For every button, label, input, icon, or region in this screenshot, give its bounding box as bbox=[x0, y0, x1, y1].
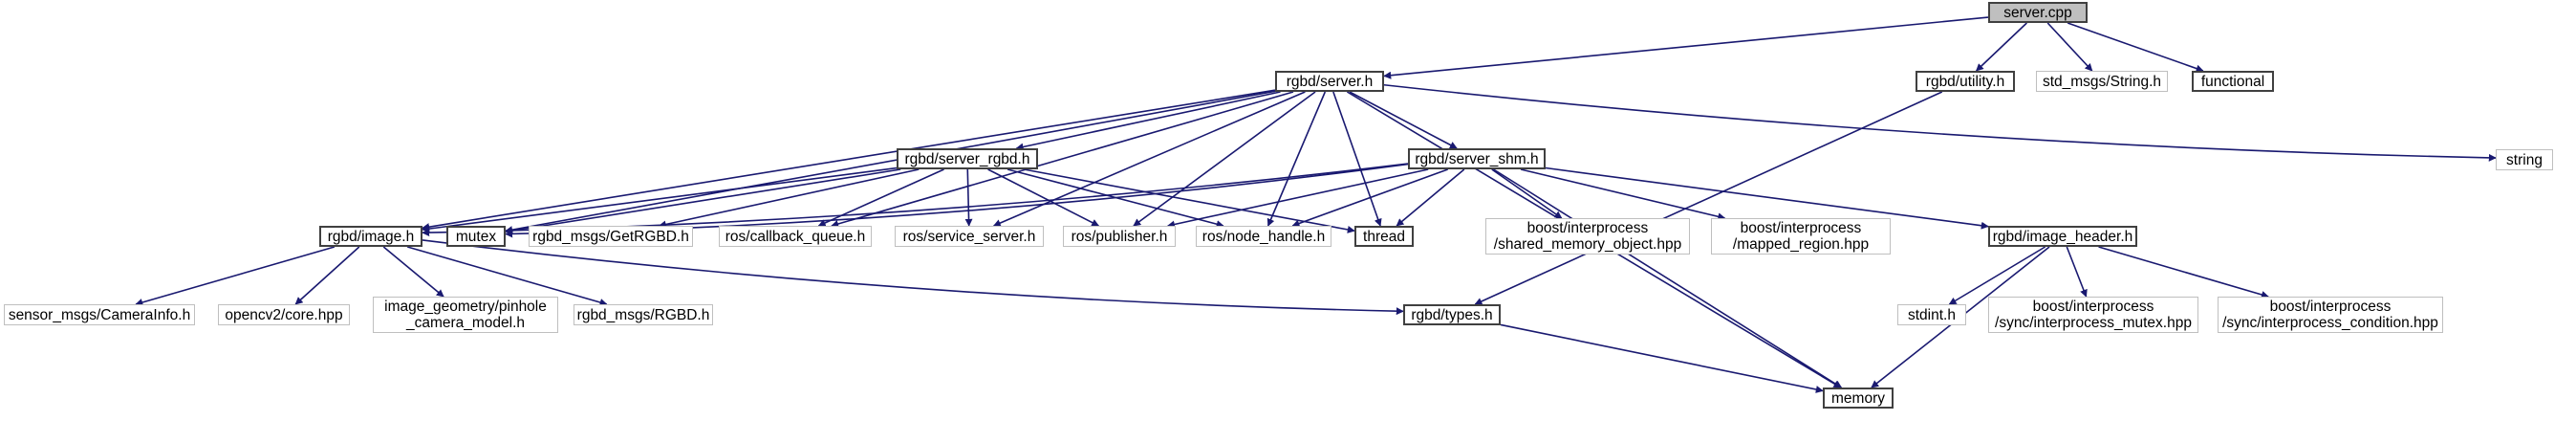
graph-edge-rgbd-image-h-to-rgbd-msgs-RGBD-h bbox=[407, 246, 608, 306]
graph-node-rgbd-msgs-RGBD-h[interactable]: rgbd_msgs/RGBD.h bbox=[574, 304, 713, 325]
graph-edge-rgbd-server-shm-h-to-rgbd-image-header-h bbox=[1545, 166, 1989, 230]
graph-edge-rgbd-server-rgbd-h-to-mutex bbox=[505, 168, 901, 234]
graph-node-label: image_geometry/pinhole _camera_model.h bbox=[384, 299, 547, 331]
graph-node-label: mutex bbox=[455, 228, 497, 245]
graph-edge-rgbd-server-h-to-rgbd-server-shm-h bbox=[1349, 91, 1458, 149]
graph-node-label: boost/interprocess /sync/interprocess_co… bbox=[2222, 299, 2438, 331]
graph-edge-rgbd-server-h-to-rgbd-image-h bbox=[422, 89, 1276, 232]
graph-node-ros-callback-queue-h[interactable]: ros/callback_queue.h bbox=[719, 226, 872, 247]
graph-node-label: rgbd/image.h bbox=[327, 228, 415, 245]
graph-node-sensor-msgs-CameraInfo-h[interactable]: sensor_msgs/CameraInfo.h bbox=[4, 304, 195, 325]
graph-node-string[interactable]: string bbox=[2496, 149, 2553, 170]
graph-node-mutex[interactable]: mutex bbox=[446, 226, 506, 247]
graph-edge-rgbd-image-header-h-to-boost-interprocess-mutex-hpp bbox=[2066, 246, 2088, 298]
graph-edge-server-cpp-to-functional bbox=[2067, 22, 2204, 73]
graph-node-label: ros/node_handle.h bbox=[1201, 228, 1326, 245]
graph-edge-rgbd-server-h-to-ros-node-handle-h bbox=[1266, 91, 1327, 227]
graph-node-label: boost/interprocess /mapped_region.hpp bbox=[1732, 220, 1870, 253]
graph-node-opencv2-core-hpp[interactable]: opencv2/core.hpp bbox=[218, 304, 350, 325]
graph-node-label: std_msgs/String.h bbox=[2042, 73, 2162, 90]
graph-edge-rgbd-server-shm-h-to-mutex bbox=[505, 163, 1409, 238]
graph-node-ros-node-handle-h[interactable]: ros/node_handle.h bbox=[1196, 226, 1331, 247]
graph-node-image-geometry-pinhole-camera-model-h[interactable]: image_geometry/pinhole _camera_model.h bbox=[373, 297, 558, 333]
graph-node-label: rgbd/server.h bbox=[1286, 73, 1374, 90]
graph-node-server-cpp[interactable]: server.cpp bbox=[1988, 2, 2088, 23]
graph-node-label: ros/service_server.h bbox=[902, 228, 1036, 245]
graph-node-label: rgbd/server_shm.h bbox=[1415, 150, 1539, 167]
graph-edge-rgbd-server-rgbd-h-to-rgbd-msgs-GetRGBD-h bbox=[658, 168, 920, 229]
graph-edge-rgbd-image-h-to-rgbd-types-h bbox=[422, 239, 1404, 316]
graph-node-label: functional bbox=[2200, 73, 2265, 90]
graph-edge-rgbd-server-shm-h-to-ros-node-handle-h bbox=[1291, 168, 1448, 228]
graph-node-boost-interprocess-mutex-hpp[interactable]: boost/interprocess /sync/interprocess_mu… bbox=[1988, 297, 2198, 333]
graph-edge-rgbd-image-header-h-to-stdint-h bbox=[1948, 246, 2046, 305]
graph-node-rgbd-server-h[interactable]: rgbd/server.h bbox=[1275, 71, 1384, 92]
graph-edge-rgbd-server-rgbd-h-to-ros-service-server-h bbox=[964, 168, 973, 227]
graph-node-rgbd-server-rgbd-h[interactable]: rgbd/server_rgbd.h bbox=[897, 148, 1038, 169]
graph-node-std-msgs-String-h[interactable]: std_msgs/String.h bbox=[2036, 71, 2168, 92]
graph-node-stdint-h[interactable]: stdint.h bbox=[1897, 304, 1966, 325]
graph-node-label: rgbd/image_header.h bbox=[1992, 228, 2133, 245]
graph-edge-rgbd-utility-h-to-rgbd-types-h bbox=[1474, 91, 1943, 305]
graph-edge-rgbd-server-shm-h-to-ros-publisher-h bbox=[1167, 168, 1429, 229]
graph-node-label: stdint.h bbox=[1908, 306, 1956, 323]
graph-node-label: opencv2/core.hpp bbox=[225, 306, 343, 323]
graph-node-label: ros/publisher.h bbox=[1071, 228, 1168, 245]
graph-node-label: sensor_msgs/CameraInfo.h bbox=[8, 306, 191, 323]
graph-node-ros-publisher-h[interactable]: ros/publisher.h bbox=[1063, 226, 1176, 247]
graph-edge-rgbd-server-shm-h-to-boost-shared-memory-object-hpp bbox=[1491, 168, 1563, 219]
graph-node-memory[interactable]: memory bbox=[1823, 388, 1894, 409]
graph-node-rgbd-types-h[interactable]: rgbd/types.h bbox=[1403, 304, 1501, 325]
graph-node-label: memory bbox=[1831, 389, 1885, 407]
graph-node-label: rgbd/types.h bbox=[1411, 306, 1493, 323]
graph-node-label: thread bbox=[1363, 228, 1405, 245]
graph-edge-rgbd-server-rgbd-h-to-rgbd-image-h bbox=[422, 166, 898, 233]
graph-edge-rgbd-server-h-to-mutex bbox=[505, 90, 1276, 234]
edge-layer bbox=[135, 16, 2497, 393]
graph-node-boost-interprocess-condition-hpp[interactable]: boost/interprocess /sync/interprocess_co… bbox=[2218, 297, 2443, 333]
graph-edge-rgbd-server-h-to-ros-callback-queue-h bbox=[831, 91, 1294, 228]
graph-edge-rgbd-server-h-to-rgbd-server-rgbd-h bbox=[1015, 91, 1281, 151]
graph-edge-rgbd-image-h-to-sensor-msgs-CameraInfo-h bbox=[135, 246, 336, 306]
graph-edge-rgbd-server-rgbd-h-to-ros-publisher-h bbox=[987, 168, 1100, 227]
graph-node-label: rgbd_msgs/RGBD.h bbox=[576, 306, 710, 323]
graph-edge-rgbd-types-h-to-memory bbox=[1500, 323, 1824, 393]
graph-node-label: boost/interprocess /sync/interprocess_mu… bbox=[1995, 299, 2192, 331]
graph-node-label: rgbd/server_rgbd.h bbox=[904, 150, 1030, 167]
graph-node-label: rgbd_msgs/GetRGBD.h bbox=[532, 228, 689, 245]
graph-edge-rgbd-image-header-h-to-boost-interprocess-condition-hpp bbox=[2098, 246, 2269, 299]
graph-edge-rgbd-image-h-to-image-geometry-pinhole-camera-model-h bbox=[382, 246, 444, 298]
graph-node-functional[interactable]: functional bbox=[2192, 71, 2274, 92]
graph-node-rgbd-utility-h[interactable]: rgbd/utility.h bbox=[1916, 71, 2015, 92]
graph-edge-server-cpp-to-std-msgs-String-h bbox=[2046, 22, 2093, 72]
graph-node-boost-mapped-region-hpp[interactable]: boost/interprocess /mapped_region.hpp bbox=[1711, 218, 1891, 255]
graph-edge-server-cpp-to-rgbd-utility-h bbox=[1976, 22, 2027, 72]
graph-edge-rgbd-server-shm-h-to-thread bbox=[1396, 168, 1465, 227]
graph-node-label: boost/interprocess /shared_memory_object… bbox=[1493, 220, 1682, 253]
graph-node-rgbd-image-h[interactable]: rgbd/image.h bbox=[319, 226, 422, 247]
graph-edge-rgbd-server-shm-h-to-rgbd-image-h bbox=[422, 163, 1409, 237]
graph-edge-server-cpp-to-rgbd-server-h bbox=[1383, 16, 1989, 79]
graph-node-label: ros/callback_queue.h bbox=[725, 228, 866, 245]
graph-node-thread[interactable]: thread bbox=[1354, 226, 1414, 247]
graph-node-label: string bbox=[2506, 151, 2543, 168]
graph-edge-rgbd-server-h-to-string bbox=[1383, 83, 2497, 162]
graph-edge-rgbd-server-h-to-ros-publisher-h bbox=[1133, 91, 1316, 227]
graph-node-boost-shared-memory-object-hpp[interactable]: boost/interprocess /shared_memory_object… bbox=[1485, 218, 1690, 255]
graph-edge-rgbd-server-shm-h-to-boost-mapped-region-hpp bbox=[1520, 168, 1726, 221]
graph-node-ros-service-server-h[interactable]: ros/service_server.h bbox=[895, 226, 1044, 247]
graph-node-rgbd-image-header-h[interactable]: rgbd/image_header.h bbox=[1988, 226, 2137, 247]
graph-edge-rgbd-image-h-to-opencv2-core-hpp bbox=[294, 246, 360, 305]
graph-node-label: rgbd/utility.h bbox=[1925, 73, 2005, 90]
graph-node-label: server.cpp bbox=[2003, 4, 2072, 21]
graph-edge-rgbd-server-shm-h-to-memory bbox=[1493, 168, 1843, 388]
graph-node-rgbd-msgs-GetRGBD-h[interactable]: rgbd_msgs/GetRGBD.h bbox=[529, 226, 693, 247]
graph-edge-rgbd-server-h-to-thread bbox=[1332, 91, 1382, 227]
graph-node-rgbd-server-shm-h[interactable]: rgbd/server_shm.h bbox=[1408, 148, 1546, 169]
